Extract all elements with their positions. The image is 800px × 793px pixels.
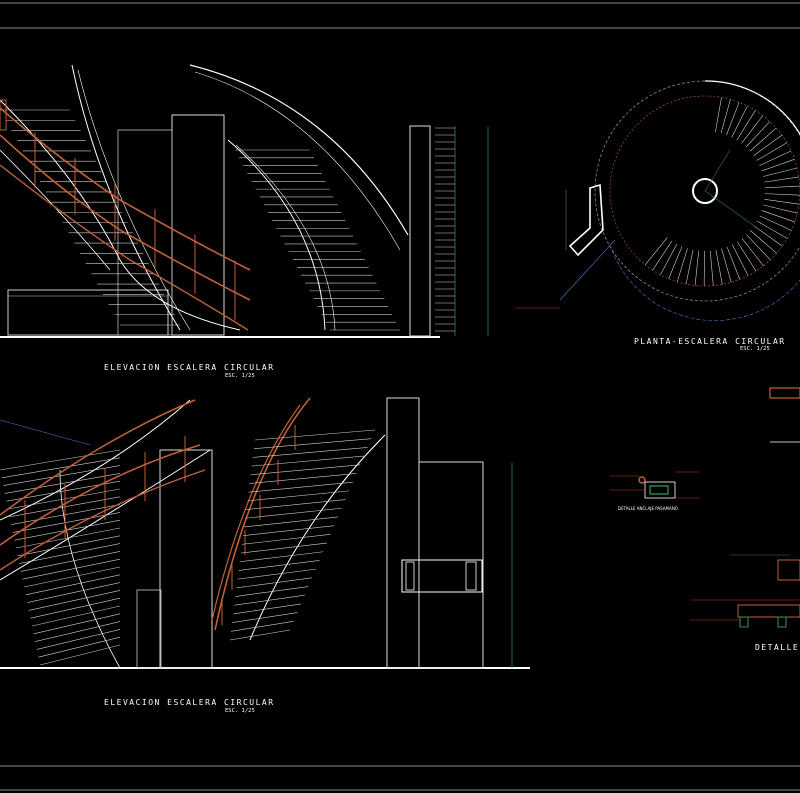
stair-tread [20,551,121,572]
stair-tread [36,629,121,650]
stair-tread [238,560,320,571]
stair-tread [241,534,331,545]
plan-tread [741,238,764,267]
stair-tread [11,504,121,525]
plan-tread [685,249,694,285]
stair-tread [30,597,121,619]
plan-tread [763,167,798,177]
stair-tread [253,438,372,449]
plan-tread [750,230,777,254]
stair-tread [22,558,121,580]
stair-tread [0,449,121,471]
stair-tread [39,644,121,666]
stair-tread [27,582,121,603]
plan-tread [764,199,800,205]
plan-tread [720,99,731,134]
stair-tread [252,447,368,458]
stair-tread [245,507,342,519]
stair-tread [231,621,294,632]
stair-tread [251,455,364,467]
plan-tread [761,210,795,223]
anchor-detail [610,471,700,499]
stair-tread [31,605,121,627]
stair-tread [236,577,313,589]
stair-tread [25,574,121,596]
stair-tread [17,535,121,557]
plan-tread [756,220,788,239]
stair-tread [254,429,376,441]
stair-tread [247,490,350,502]
plan-tread [756,142,788,161]
stair-tread [12,512,121,533]
stair-tread [232,612,298,623]
stair-tread [237,568,316,580]
plan-tread [731,244,749,276]
plan-tread [721,248,732,283]
plan-tread [736,241,757,272]
plan-tread [736,110,756,141]
plan-tread [759,150,792,166]
top-elevation [0,64,489,338]
detalle-title: DETALLE [755,643,799,652]
stair-tread [7,488,121,510]
plan-tread [709,250,714,286]
stair-tread [234,594,305,606]
stair-tread [233,603,302,615]
detalle-drawing [690,387,800,628]
stair-tread [246,499,346,510]
stair-tread [33,613,121,635]
stair-tread [239,551,324,563]
plan-tread [660,243,678,276]
plan-title: PLANTA-ESCALERA CIRCULAR [634,337,786,346]
stair-tread [249,473,357,484]
plan-tread [731,105,748,138]
stair-tread [240,542,327,554]
plan-tread [759,215,792,231]
stair-plan [515,80,800,321]
stair-tread [243,525,335,536]
plan-tread [652,240,673,271]
stair-tread [19,543,121,564]
plan-tread [715,97,722,132]
bottom-elevation [0,397,530,669]
plan-tread [726,246,741,280]
stair-tread [23,566,121,588]
stair-tread [4,473,121,494]
plan-tread [753,134,783,156]
top-elevation-title: ELEVACION ESCALERA CIRCULAR [104,363,275,372]
plan-tread [745,121,771,148]
plan-tread [763,204,798,214]
stair-tread [229,629,291,641]
anchor-detail-caption: DETALLE ANCLAJE PASAMANO [618,506,678,511]
plan-tread [746,234,771,261]
plan-scale: ESC. 1/25 [740,346,770,352]
plan-tread [676,248,688,282]
stair-tread [35,621,121,642]
top-elevation-scale: ESC. 1/25 [225,373,255,379]
plan-tread [764,193,800,196]
stair-tread [244,516,339,528]
bottom-elevation-title: ELEVACION ESCALERA CIRCULAR [104,698,275,707]
plan-tread [749,127,777,152]
plan-tread [644,237,668,266]
stair-tread [28,590,121,611]
plan-tread [741,115,764,144]
stair-tread [3,465,121,486]
stair-tread [15,527,121,549]
plan-tread [764,185,800,189]
plan-tread [715,249,723,285]
stair-tread [235,586,309,597]
plan-tread [761,159,795,172]
plan-tread [694,250,700,286]
plan-tread [726,102,740,136]
stair-tread [248,481,353,493]
bottom-elevation-scale: ESC. 1/25 [225,708,255,714]
stair-tread [250,464,361,476]
stair-tread [38,636,121,658]
plan-tread [668,246,683,279]
plan-tread [764,176,800,183]
stair-tread [1,457,121,479]
